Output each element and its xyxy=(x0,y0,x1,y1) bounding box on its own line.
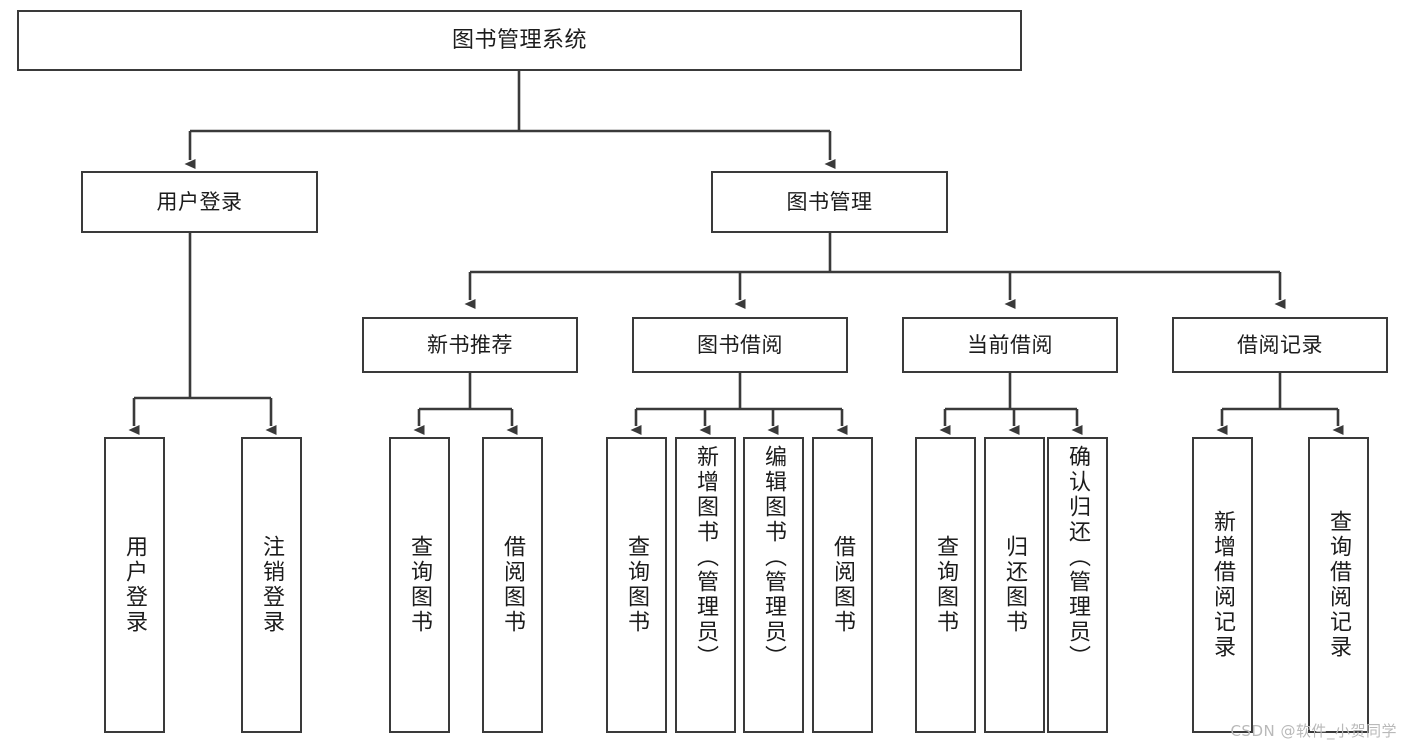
node-book-borrow[interactable]: 图书借阅 xyxy=(632,317,848,373)
node-current-borrow[interactable]: 当前借阅 xyxy=(902,317,1118,373)
node-label: 查询图书 xyxy=(933,535,959,635)
node-leaf-logout[interactable]: 注销登录 xyxy=(241,437,302,733)
node-borrow-record[interactable]: 借阅记录 xyxy=(1172,317,1388,373)
node-label: 图书管理系统 xyxy=(451,27,587,53)
node-leaf-query-book-current[interactable]: 查询图书 xyxy=(915,437,976,733)
node-label: 图书管理 xyxy=(786,189,873,214)
node-label: 借阅记录 xyxy=(1237,332,1323,357)
node-label: 用户登录 xyxy=(156,189,243,214)
node-leaf-confirm-return-admin[interactable]: 确认归还（管理员） xyxy=(1047,437,1108,733)
node-label: 用户登录 xyxy=(122,535,148,635)
node-leaf-query-book-borrow[interactable]: 查询图书 xyxy=(606,437,667,733)
node-label: 归还图书 xyxy=(1002,535,1028,635)
node-leaf-query-book-recommend[interactable]: 查询图书 xyxy=(389,437,450,733)
node-leaf-edit-book-admin[interactable]: 编辑图书（管理员） xyxy=(743,437,804,733)
watermark-text: CSDN @软件_小贺同学 xyxy=(1230,722,1397,740)
node-label: 借阅图书 xyxy=(500,535,526,635)
node-leaf-query-borrow-record[interactable]: 查询借阅记录 xyxy=(1308,437,1369,733)
node-label: 查询图书 xyxy=(624,535,650,635)
node-label: 确认归还（管理员） xyxy=(1065,445,1091,670)
node-leaf-add-borrow-record[interactable]: 新增借阅记录 xyxy=(1192,437,1253,733)
node-user-login[interactable]: 用户登录 xyxy=(81,171,318,233)
node-book-management[interactable]: 图书管理 xyxy=(711,171,948,233)
node-label: 新增图书（管理员） xyxy=(693,445,719,670)
node-label: 借阅图书 xyxy=(830,535,856,635)
node-label: 查询借阅记录 xyxy=(1326,510,1352,660)
node-label: 新书推荐 xyxy=(427,332,513,357)
node-leaf-return-book[interactable]: 归还图书 xyxy=(984,437,1045,733)
node-new-book-recommend[interactable]: 新书推荐 xyxy=(362,317,578,373)
node-label: 编辑图书（管理员） xyxy=(761,445,787,670)
node-label: 当前借阅 xyxy=(967,332,1053,357)
node-label: 查询图书 xyxy=(407,535,433,635)
node-leaf-user-login[interactable]: 用户登录 xyxy=(104,437,165,733)
node-root-system[interactable]: 图书管理系统 xyxy=(17,10,1022,71)
node-leaf-borrow-book-recommend[interactable]: 借阅图书 xyxy=(482,437,543,733)
node-label: 注销登录 xyxy=(259,535,285,635)
node-leaf-borrow-book[interactable]: 借阅图书 xyxy=(812,437,873,733)
node-label: 图书借阅 xyxy=(697,332,783,357)
node-label: 新增借阅记录 xyxy=(1210,510,1236,660)
node-leaf-add-book-admin[interactable]: 新增图书（管理员） xyxy=(675,437,736,733)
